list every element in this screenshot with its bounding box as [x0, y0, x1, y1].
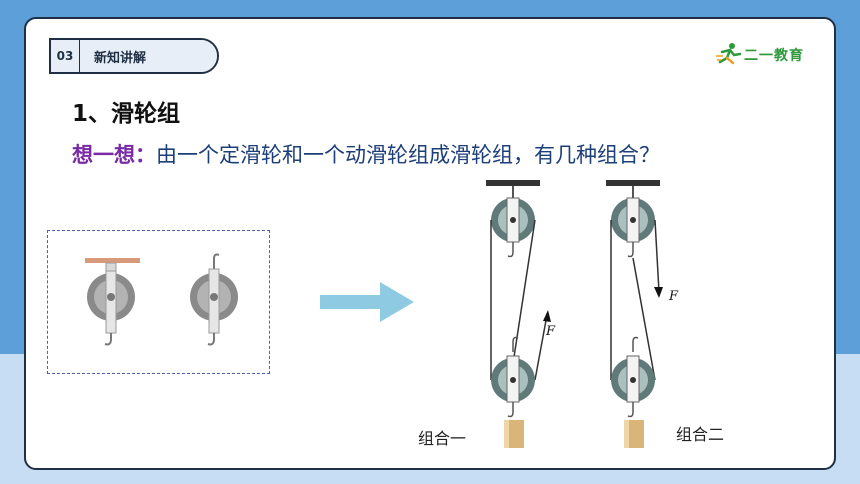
- question-text: 由一个定滑轮和一个动滑轮组成滑轮组，有几种组合？: [156, 143, 660, 167]
- brand-logo: 二一教育: [714, 42, 804, 66]
- logo-text: 二一教育: [744, 48, 804, 64]
- section-tag: 03 新知讲解: [49, 38, 219, 74]
- question-lead: 想一想：: [72, 143, 156, 167]
- fixed-pulley-illustration: [85, 258, 140, 346]
- force-label: F: [668, 289, 679, 304]
- page-title: 1、滑轮组: [72, 101, 181, 127]
- section-number: 03: [51, 40, 81, 72]
- pulley-combination-two: F: [605, 180, 679, 448]
- slide-card: [24, 17, 836, 470]
- runner-icon: [716, 43, 742, 65]
- force-label: F: [545, 324, 556, 339]
- movable-pulley-illustration: [190, 253, 238, 346]
- pulley-examples-box: [47, 230, 270, 374]
- question-line: 想一想：由一个定滑轮和一个动滑轮组成滑轮组，有几种组合？: [72, 139, 660, 169]
- caption-combination-two: 组合二: [676, 425, 725, 444]
- pulley-combination-one: F: [485, 180, 556, 448]
- right-arrow: [320, 282, 414, 322]
- caption-combination-one: 组合一: [418, 429, 467, 448]
- section-label: 新知讲解: [80, 40, 217, 72]
- pulley-examples: [85, 253, 238, 346]
